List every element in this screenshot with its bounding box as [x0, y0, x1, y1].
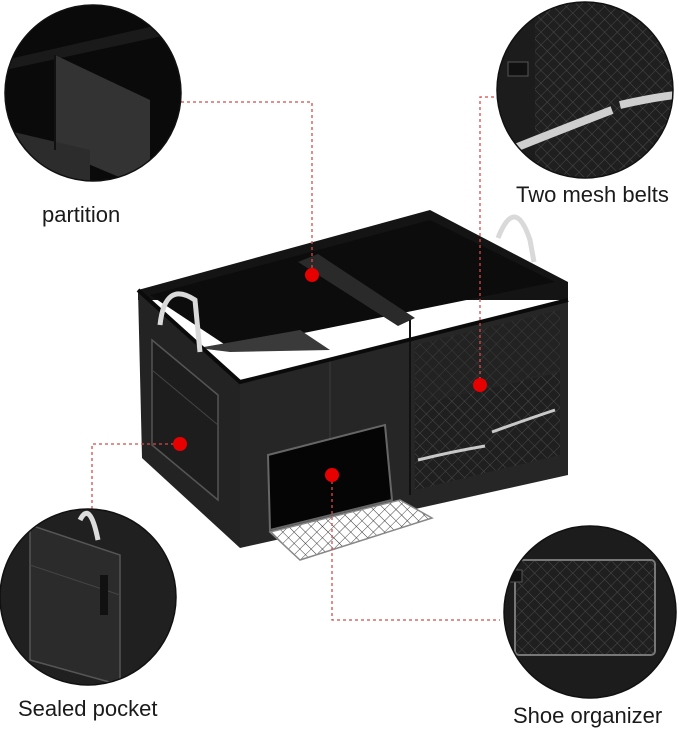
marker-sealed-pocket [173, 437, 187, 451]
front-mesh-belts [415, 310, 560, 490]
trunk-organizer [136, 210, 569, 561]
marker-mesh-belts [473, 378, 487, 392]
leader-lines [91, 96, 500, 621]
zoom-mesh-belts [496, 1, 674, 179]
label-shoe-organizer: Shoe organizer [513, 703, 663, 728]
label-partition: partition [42, 202, 121, 227]
zoom-shoe-organizer [503, 525, 677, 699]
label-mesh-belts: Two mesh belts [516, 182, 669, 207]
marker-partition [305, 268, 319, 282]
marker-shoe-organizer [325, 468, 339, 482]
zoom-sealed-pocket [0, 508, 177, 686]
label-sealed-pocket: Sealed pocket [18, 696, 158, 721]
partition-divider [298, 254, 415, 326]
callout-markers [173, 268, 487, 482]
side-sealed-pocket [151, 338, 219, 502]
zoom-partition [4, 4, 182, 182]
